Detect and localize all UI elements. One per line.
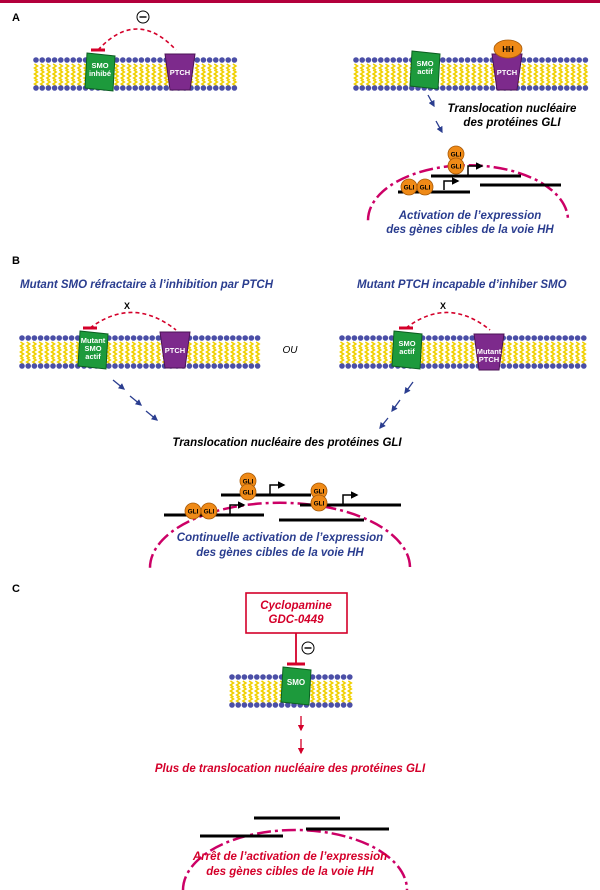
gli-a-1-label: GLI <box>451 152 462 159</box>
gli-b-2 <box>239 483 257 501</box>
nucleus-b <box>148 501 412 568</box>
smo-c <box>280 666 312 706</box>
gli-a-2-label: GLI <box>451 164 462 171</box>
membrane-b-left <box>19 335 261 369</box>
gli-b-4-label: GLI <box>204 509 215 516</box>
promoter-a-1 <box>467 162 484 175</box>
smo-c-label: SMO <box>287 678 305 687</box>
hh-ligand <box>493 39 523 59</box>
promoter-a-2 <box>443 177 460 190</box>
gli-a-4-label: GLI <box>420 185 431 192</box>
smo-active-a <box>409 50 441 90</box>
drug-box <box>245 592 348 634</box>
panel-letter-a: A <box>12 12 20 24</box>
x-mark-b-right: X <box>440 301 446 311</box>
gli-a-3-label: GLI <box>404 185 415 192</box>
panel-letter-c: C <box>12 583 20 595</box>
gli-b-4 <box>200 502 218 520</box>
title-right-b: Mutant PTCH incapable d’inhiber SMO <box>357 279 567 291</box>
translocation-c: Plus de translocation nucléaire des prot… <box>155 763 426 775</box>
gli-b-3-label: GLI <box>188 509 199 516</box>
promoter-b-1 <box>229 501 246 514</box>
translocation-b: Translocation nucléaire des protéines GL… <box>172 437 402 449</box>
arrow-b-r2 <box>391 399 401 413</box>
arc-b-left <box>89 311 177 331</box>
nucleus-c <box>181 828 409 890</box>
or-label: OU <box>283 345 299 356</box>
promoter-b-3 <box>342 491 359 504</box>
x-mark-b-left: X <box>124 301 130 311</box>
arrow-a-1 <box>427 94 435 108</box>
ptch-b <box>159 331 191 369</box>
top-border <box>0 0 600 3</box>
arc-b-right <box>405 311 491 331</box>
smo-mutant-b <box>77 330 109 370</box>
arrow-b-l1 <box>112 379 126 390</box>
gli-b-6-label: GLI <box>314 501 325 508</box>
title-left-b: Mutant SMO réfractaire à l’inhibition pa… <box>20 279 274 291</box>
hh-label: HH <box>502 45 514 54</box>
gli-b-1-label: GLI <box>243 479 254 486</box>
membrane-a-right <box>353 57 589 91</box>
gli-b-6 <box>310 494 328 512</box>
ptch-a-right-label: PTCH <box>497 68 517 77</box>
promoter-b-2 <box>269 481 286 494</box>
membrane-a-left <box>33 57 238 91</box>
inhibition-arc-a <box>97 28 177 51</box>
arrow-b-r1 <box>404 381 414 395</box>
gli-b-5-label: GLI <box>314 489 325 496</box>
gli-b-2-label: GLI <box>243 490 254 497</box>
smo-inhibited-a <box>84 52 116 92</box>
arrow-b-l2 <box>129 395 143 406</box>
panel-letter-b: B <box>12 255 20 267</box>
gli-a-4 <box>416 178 434 196</box>
gli-a-2 <box>447 157 465 175</box>
arrow-a-2 <box>435 120 443 134</box>
ptch-a-label: PTCH <box>170 68 190 77</box>
ptch-a <box>164 53 196 91</box>
ptch-b-label: PTCH <box>165 346 185 355</box>
arrow-b-r3 <box>379 417 389 430</box>
arrow-b-l3 <box>145 410 159 421</box>
nucleus-a <box>366 164 570 221</box>
membrane-b-right <box>339 335 587 369</box>
ptch-mutant-b <box>473 333 505 371</box>
smo-active-b <box>391 330 423 370</box>
